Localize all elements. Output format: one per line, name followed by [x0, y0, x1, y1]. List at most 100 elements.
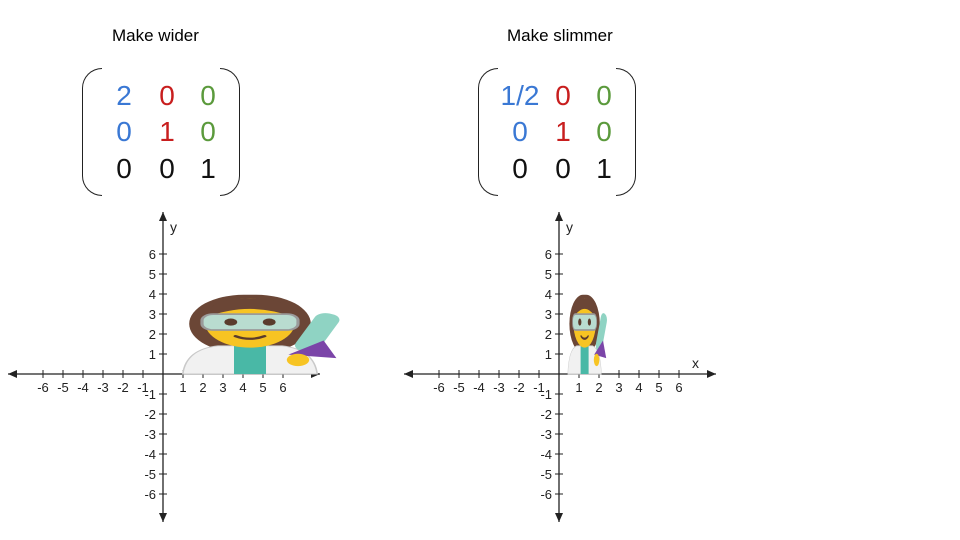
x-tick-label: -6: [37, 380, 49, 395]
flask: [595, 313, 607, 353]
x-tick-label: 1: [179, 380, 186, 395]
x-tick-label: 1: [575, 380, 582, 395]
x-tick-label: -3: [493, 380, 505, 395]
x-axis-arrow-left: [8, 370, 17, 378]
left-eye: [224, 318, 238, 326]
matrix-cell-0-2: 0: [200, 80, 216, 111]
goggles: [572, 313, 598, 331]
x-tick-label: -5: [57, 380, 69, 395]
y-tick-label: 2: [149, 327, 156, 342]
fringe: [573, 298, 596, 318]
hand: [593, 353, 600, 367]
matrix-cell-1-2: 0: [200, 116, 216, 147]
x-tick-label: -1: [533, 380, 545, 395]
matrix-cell-2-0: 0: [116, 153, 132, 184]
y-tick-label: -3: [540, 427, 552, 442]
x-tick-label: 5: [259, 380, 266, 395]
y-tick-label: -5: [144, 467, 156, 482]
x-tick-label: -6: [433, 380, 445, 395]
matrix-cell-0-0: 1/2: [500, 80, 540, 111]
x-tick-label: 6: [675, 380, 682, 395]
x-tick-label: 4: [239, 380, 246, 395]
y-tick-label: 4: [545, 287, 552, 302]
scientist-woman-icon: [567, 294, 607, 375]
flask: [294, 313, 340, 353]
right-eye: [262, 318, 276, 326]
x-tick-label: -5: [453, 380, 465, 395]
y-axis-label: y: [170, 219, 177, 235]
y-tick-label: -5: [540, 467, 552, 482]
matrix-cell-0-0: 2: [116, 80, 132, 111]
y-tick-label: -4: [144, 447, 156, 462]
y-axis-label: y: [566, 219, 573, 235]
x-axis-label: x: [692, 355, 699, 371]
y-axis-arrow-down: [159, 513, 167, 522]
y-tick-label: -1: [144, 387, 156, 402]
matrix-cell-2-1: 0: [159, 153, 175, 184]
y-tick-label: 6: [545, 247, 552, 262]
matrix-cell-2-0: 0: [512, 153, 528, 184]
y-tick-label: 5: [149, 267, 156, 282]
left-eye: [578, 318, 582, 326]
transform-matrix: 1/2 0 0 0 1 0 0 0 1: [478, 68, 636, 196]
y-axis-arrow-down: [555, 513, 563, 522]
smile: [233, 335, 267, 340]
matrix-cell-2-2: 1: [200, 153, 216, 184]
y-tick-label: -1: [540, 387, 552, 402]
shirt: [580, 345, 589, 374]
panel-title: Make wider: [112, 26, 199, 45]
matrix-left-bracket: [82, 68, 102, 196]
matrix-cell-1-0: 0: [512, 116, 528, 147]
scientist-woman-icon: [181, 294, 340, 375]
x-tick-label: 4: [635, 380, 642, 395]
x-tick-label: 2: [595, 380, 602, 395]
matrix-cell-0-1: 0: [555, 80, 571, 111]
x-tick-label: -4: [473, 380, 485, 395]
matrix-cell-1-2: 0: [596, 116, 612, 147]
y-axis-arrow-up: [159, 212, 167, 221]
y-tick-label: -6: [144, 487, 156, 502]
y-tick-label: -2: [144, 407, 156, 422]
panel-title: Make slimmer: [507, 26, 613, 45]
y-tick-label: 4: [149, 287, 156, 302]
flask-liquid: [288, 340, 337, 359]
right-eye: [587, 318, 591, 326]
panel-make-wider: Make wider 2 0 0 0 1 0 0 0 1 -6-5-4-3-2-…: [8, 26, 340, 522]
x-tick-label: 2: [199, 380, 206, 395]
smile: [580, 335, 589, 340]
shirt: [234, 345, 266, 374]
y-tick-label: -6: [540, 487, 552, 502]
x-axis-arrow-left: [404, 370, 413, 378]
x-tick-label: 5: [655, 380, 662, 395]
matrix-cell-1-0: 0: [116, 116, 132, 147]
x-tick-label: -1: [137, 380, 149, 395]
panel-make-slimmer: Make slimmer 1/2 0 0 0 1 0 0 0 1 -6-5-4-…: [396, 0, 876, 540]
y-tick-label: 3: [149, 307, 156, 322]
y-tick-label: 5: [545, 267, 552, 282]
y-tick-label: -3: [144, 427, 156, 442]
x-axis-arrow-right: [707, 370, 716, 378]
y-axis-arrow-up: [555, 212, 563, 221]
x-tick-label: 6: [279, 380, 286, 395]
matrix-cell-2-1: 0: [555, 153, 571, 184]
transform-matrix: 2 0 0 0 1 0 0 0 1: [82, 68, 240, 196]
y-tick-label: 3: [545, 307, 552, 322]
y-tick-label: -2: [540, 407, 552, 422]
matrix-cell-2-2: 1: [596, 153, 612, 184]
hand: [286, 353, 310, 367]
matrix-cell-1-1: 1: [159, 116, 175, 147]
y-tick-label: 6: [149, 247, 156, 262]
y-tick-label: 1: [545, 347, 552, 362]
y-tick-label: -4: [540, 447, 552, 462]
matrix-cell-0-2: 0: [596, 80, 612, 111]
y-tick-label: 1: [149, 347, 156, 362]
y-tick-label: 2: [545, 327, 552, 342]
matrix-cell-0-1: 0: [159, 80, 175, 111]
x-tick-label: -2: [117, 380, 129, 395]
x-tick-label: 3: [219, 380, 226, 395]
x-tick-label: 3: [615, 380, 622, 395]
goggles: [200, 313, 300, 331]
x-tick-label: -4: [77, 380, 89, 395]
